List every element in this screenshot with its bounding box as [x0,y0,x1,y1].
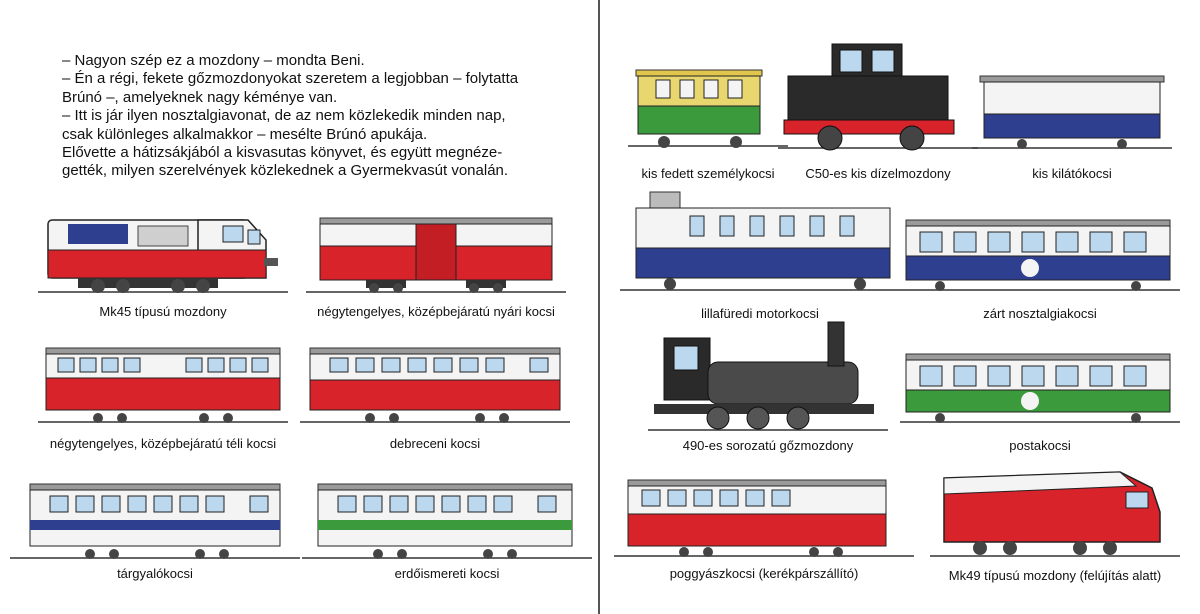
story-line: – Nagyon szép ez a mozdony – mondta Beni… [62,52,365,69]
caption-lillafuredi-motorkocsi: lillafüredi motorkocsi [701,306,819,321]
caption-nyari-kocsi: négytengelyes, középbejáratú nyári kocsi [317,304,555,319]
lillafuredi-motorkocsi-illustration [620,191,900,291]
kis-fedett-szemelykocsi-illustration [628,69,788,148]
vehicle-zart-nosztalgiakocsi: zárt nosztalgiakocsi [900,214,1180,324]
vehicle-erdoismereti-kocsi: erdőismereti kocsi [302,476,592,596]
poggyaszkocsi-illustration [614,479,914,557]
vehicle-poggyaszkocsi: poggyászkocsi (kerékpárszállító) [614,470,914,590]
caption-poggyaszkocsi: poggyászkocsi (kerékpárszállító) [669,566,859,581]
caption-targyalokocsi: tárgyalókocsi [117,566,193,581]
story-line: gették, milyen szerelvények közlekednek … [62,162,509,180]
caption-erdoismereti-kocsi: erdőismereti kocsi [394,566,500,581]
erdoismereti-kocsi-illustration [302,483,592,559]
story-line: Elővette a hátizsákjából a kisvasutas kö… [62,144,503,162]
mk45-locomotive-illustration [38,219,288,293]
caption-zart-nosztalgiakocsi: zárt nosztalgiakocsi [983,306,1097,321]
caption-mk45: Mk45 típusú mozdony [99,304,227,319]
teli-kocsi-illustration [38,347,288,423]
490-steam-locomotive-illustration [648,321,888,431]
debreceni-kocsi-illustration [300,347,570,423]
story-line: – Itt is jár ilyen nosztalgiavonat, de a… [62,107,506,125]
story-line: Brúnó –, amelyeknek nagy kéménye van. [62,88,338,106]
vehicle-kis-fedett-szemelykocsi: kis fedett személykocsi [628,64,788,184]
vehicle-debreceni-kocsi: debreceni kocsi [300,340,570,460]
caption-490-gozmozdony: 490-es sorozatú gőzmozdony [682,438,854,453]
left-page: – Nagyon szép ez a mozdony – mondta Beni… [0,0,598,614]
story-text: – Nagyon szép ez a mozdony – mondta Beni… [62,52,562,181]
vehicle-targyalokocsi: tárgyalókocsi [10,476,300,596]
vehicle-mk49: Mk49 típusú mozdony (felújítás alatt) [930,458,1180,590]
caption-debreceni-kocsi: debreceni kocsi [389,436,481,451]
zart-nosztalgiakocsi-illustration [900,219,1180,291]
vehicle-lillafuredi-motorkocsi: lillafüredi motorkocsi [620,190,900,324]
c50-locomotive-illustration [778,43,978,151]
story-line: csak különleges alkalmakkor – mesélte Br… [62,125,428,143]
caption-kis-kilatokocsi: kis kilátókocsi [1032,166,1112,181]
vehicle-mk45: Mk45 típusú mozdony [38,200,288,330]
vehicle-kis-kilatokocsi: kis kilátókocsi [972,74,1172,184]
vehicle-teli-kocsi: négytengelyes, középbejáratú téli kocsi [38,340,288,460]
postakocsi-illustration [900,353,1180,423]
right-page: kis fedett személykocsi C50-es kis dízel… [600,0,1200,614]
vehicle-c50-dizelmozdony: C50-es kis dízelmozdony [778,40,978,184]
caption-postakocsi: postakocsi [1009,438,1071,453]
vehicle-postakocsi: postakocsi [900,348,1180,458]
story-line: – Én a régi, fekete gőzmozdonyokat szere… [62,70,519,88]
vehicle-nyari-kocsi: négytengelyes, középbejáratú nyári kocsi [306,210,566,330]
vehicle-490-gozmozdony: 490-es sorozatú gőzmozdony [648,318,888,458]
caption-kis-fedett-szemelykocsi: kis fedett személykocsi [641,166,775,181]
book-spine [598,0,600,614]
caption-teli-kocsi: négytengelyes, középbejáratú téli kocsi [49,436,277,451]
kis-kilatokocsi-illustration [972,75,1172,149]
targyalokocsi-illustration [10,483,300,559]
mk49-locomotive-illustration [930,471,1180,557]
caption-c50-dizelmozdony: C50-es kis dízelmozdony [805,166,951,181]
nyari-kocsi-illustration [306,217,566,293]
caption-mk49: Mk49 típusú mozdony (felújítás alatt) [948,568,1162,583]
